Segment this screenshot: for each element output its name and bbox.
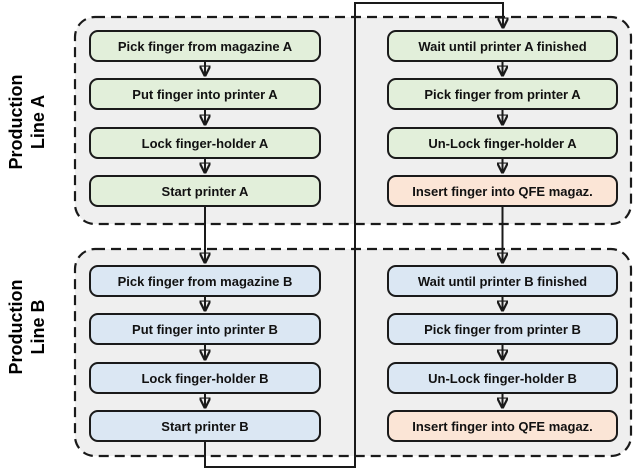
production-line-a-label-line1: Production bbox=[6, 74, 26, 170]
production-line-b-label-line1: Production bbox=[6, 279, 26, 375]
production-line-b-label-line2: Line B bbox=[28, 299, 48, 355]
step-pick-finger-from-magazine-b: Pick finger from magazine B bbox=[89, 265, 321, 297]
step-insert-finger-into-qfe-magazine-b: Insert finger into QFE magaz. bbox=[387, 410, 618, 442]
step-unlock-finger-holder-b: Un-Lock finger-holder B bbox=[387, 362, 618, 394]
step-put-finger-into-printer-a: Put finger into printer A bbox=[89, 78, 321, 110]
step-put-finger-into-printer-b: Put finger into printer B bbox=[89, 313, 321, 345]
step-pick-finger-from-magazine-a: Pick finger from magazine A bbox=[89, 30, 321, 62]
production-line-a-label-line2: Line A bbox=[28, 94, 48, 150]
step-lock-finger-holder-a: Lock finger-holder A bbox=[89, 127, 321, 159]
step-pick-finger-from-printer-b: Pick finger from printer B bbox=[387, 313, 618, 345]
connector-start-printer-b-loop-to-wait-printer-a bbox=[204, 2, 503, 468]
step-unlock-finger-holder-a: Un-Lock finger-holder A bbox=[387, 127, 618, 159]
step-wait-until-printer-a-finished: Wait until printer A finished bbox=[387, 30, 618, 62]
step-pick-finger-from-printer-a: Pick finger from printer A bbox=[387, 78, 618, 110]
production-line-b-label: Production Line B bbox=[5, 242, 51, 412]
step-wait-until-printer-b-finished: Wait until printer B finished bbox=[387, 265, 618, 297]
step-start-printer-b: Start printer B bbox=[89, 410, 321, 442]
production-line-a-label: Production Line A bbox=[5, 37, 51, 207]
step-insert-finger-into-qfe-magazine-a: Insert finger into QFE magaz. bbox=[387, 175, 618, 207]
step-lock-finger-holder-b: Lock finger-holder B bbox=[89, 362, 321, 394]
step-start-printer-a: Start printer A bbox=[89, 175, 321, 207]
